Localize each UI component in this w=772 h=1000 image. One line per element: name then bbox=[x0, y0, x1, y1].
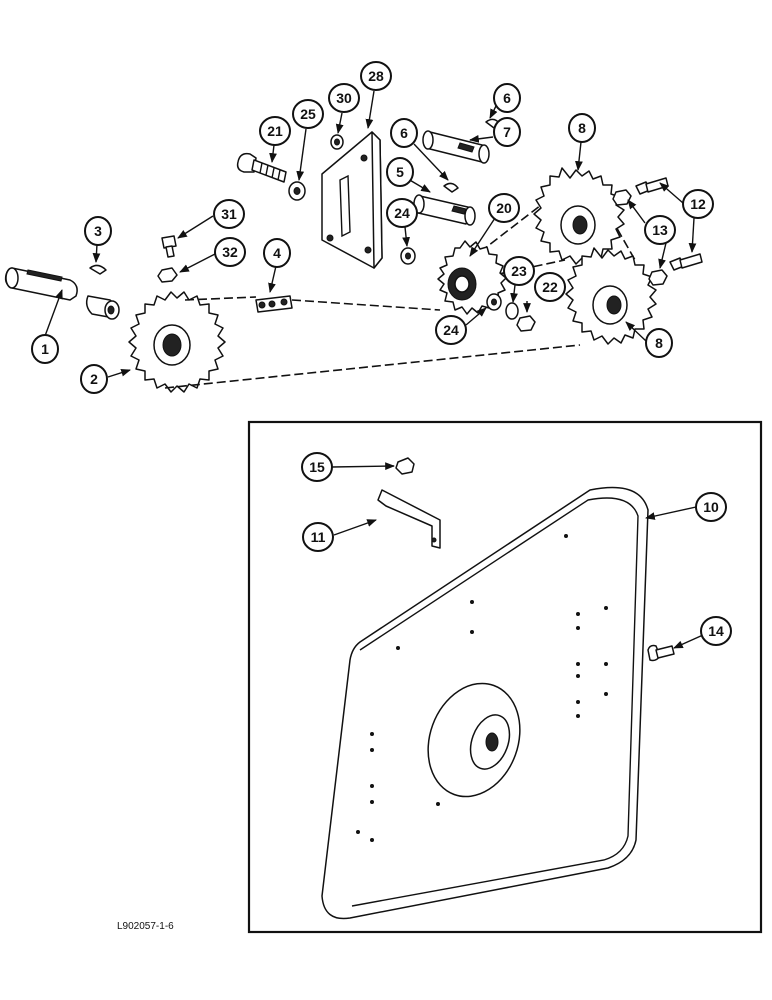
detail-frame bbox=[247, 420, 763, 934]
spacer-washer-part bbox=[505, 302, 519, 320]
callout-4: 4 bbox=[263, 238, 291, 268]
svg-text:1: 1 bbox=[41, 341, 49, 357]
callout-13: 13 bbox=[644, 215, 676, 245]
carriage-bolt-part bbox=[236, 152, 287, 183]
callout-23: 23 bbox=[503, 256, 535, 286]
woodruff-key-part bbox=[443, 182, 459, 193]
nut-part bbox=[648, 269, 668, 286]
svg-text:13: 13 bbox=[652, 222, 668, 238]
svg-text:28: 28 bbox=[368, 68, 384, 84]
callout-21: 21 bbox=[259, 116, 291, 146]
svg-text:15: 15 bbox=[309, 459, 325, 475]
nut-part bbox=[516, 315, 536, 332]
hex-bolt-part bbox=[669, 253, 703, 271]
svg-text:8: 8 bbox=[578, 120, 586, 136]
callout-1: 1 bbox=[31, 334, 59, 364]
callout-12: 12 bbox=[682, 189, 714, 219]
svg-text:24: 24 bbox=[394, 205, 410, 221]
leader-lines-detail bbox=[331, 462, 704, 649]
callout-32: 32 bbox=[214, 237, 246, 267]
idler-bracket-part bbox=[321, 131, 383, 269]
svg-text:6: 6 bbox=[503, 90, 511, 106]
callout-6: 6 bbox=[390, 118, 418, 148]
svg-text:32: 32 bbox=[222, 244, 238, 260]
svg-text:11: 11 bbox=[311, 529, 326, 545]
svg-text:4: 4 bbox=[273, 245, 281, 261]
nut-part bbox=[612, 189, 632, 206]
drive-assembly bbox=[4, 118, 703, 393]
callout-5: 5 bbox=[386, 157, 414, 187]
svg-text:22: 22 bbox=[542, 279, 558, 295]
svg-text:2: 2 bbox=[90, 371, 98, 387]
svg-text:25: 25 bbox=[300, 106, 316, 122]
small-bolt-part bbox=[161, 235, 177, 258]
callout-30: 30 bbox=[328, 83, 360, 113]
svg-text:20: 20 bbox=[496, 200, 512, 216]
callout-22: 22 bbox=[534, 272, 566, 302]
nut-part bbox=[395, 457, 415, 475]
svg-text:12: 12 bbox=[690, 196, 706, 212]
upper-chain bbox=[184, 296, 441, 311]
nut-part bbox=[157, 267, 178, 283]
svg-text:30: 30 bbox=[336, 90, 352, 106]
callout-2: 2 bbox=[80, 364, 108, 394]
screw-part bbox=[647, 644, 675, 662]
large-sprocket-part bbox=[128, 291, 226, 393]
chain-link-part bbox=[255, 295, 293, 313]
callout-bubbles: 1 2 3 4 5 6 6 7 8 8 10 11 12 13 14 15 20… bbox=[31, 61, 732, 646]
svg-text:3: 3 bbox=[94, 223, 102, 239]
drive-shaft-part bbox=[422, 130, 490, 164]
svg-text:8: 8 bbox=[655, 335, 663, 351]
cover-plate-part bbox=[321, 486, 649, 920]
callout-8: 8 bbox=[568, 113, 596, 143]
hub-part bbox=[85, 295, 120, 320]
callout-3: 3 bbox=[84, 216, 112, 246]
lower-chain bbox=[164, 344, 581, 389]
svg-text:14: 14 bbox=[708, 623, 724, 639]
svg-text:10: 10 bbox=[703, 499, 719, 515]
callout-31: 31 bbox=[213, 199, 245, 229]
callout-25: 25 bbox=[292, 99, 324, 129]
callout-10: 10 bbox=[695, 492, 727, 522]
callout-8: 8 bbox=[645, 328, 673, 358]
callout-24: 24 bbox=[435, 315, 467, 345]
callout-11: 11 bbox=[302, 522, 334, 552]
callout-6: 6 bbox=[493, 83, 521, 113]
svg-text:23: 23 bbox=[511, 263, 527, 279]
svg-text:6: 6 bbox=[400, 125, 408, 141]
callout-20: 20 bbox=[488, 193, 520, 223]
svg-text:7: 7 bbox=[503, 124, 511, 140]
callout-28: 28 bbox=[360, 61, 392, 91]
svg-text:5: 5 bbox=[396, 164, 404, 180]
callout-14: 14 bbox=[700, 616, 732, 646]
svg-text:21: 21 bbox=[267, 123, 283, 139]
callout-7: 7 bbox=[493, 117, 521, 147]
svg-text:24: 24 bbox=[443, 322, 459, 338]
woodruff-key-part bbox=[89, 264, 107, 275]
shaft-part bbox=[4, 267, 78, 301]
callout-24: 24 bbox=[386, 198, 418, 228]
svg-text:31: 31 bbox=[221, 206, 237, 222]
lower-driven-sprocket-part bbox=[565, 247, 657, 345]
upper-driven-sprocket-part bbox=[533, 167, 625, 265]
callout-15: 15 bbox=[301, 452, 333, 482]
idler-shaft-part bbox=[413, 194, 476, 226]
reference-code: L902057-1-6 bbox=[117, 921, 174, 932]
u-bracket-part bbox=[377, 489, 441, 549]
